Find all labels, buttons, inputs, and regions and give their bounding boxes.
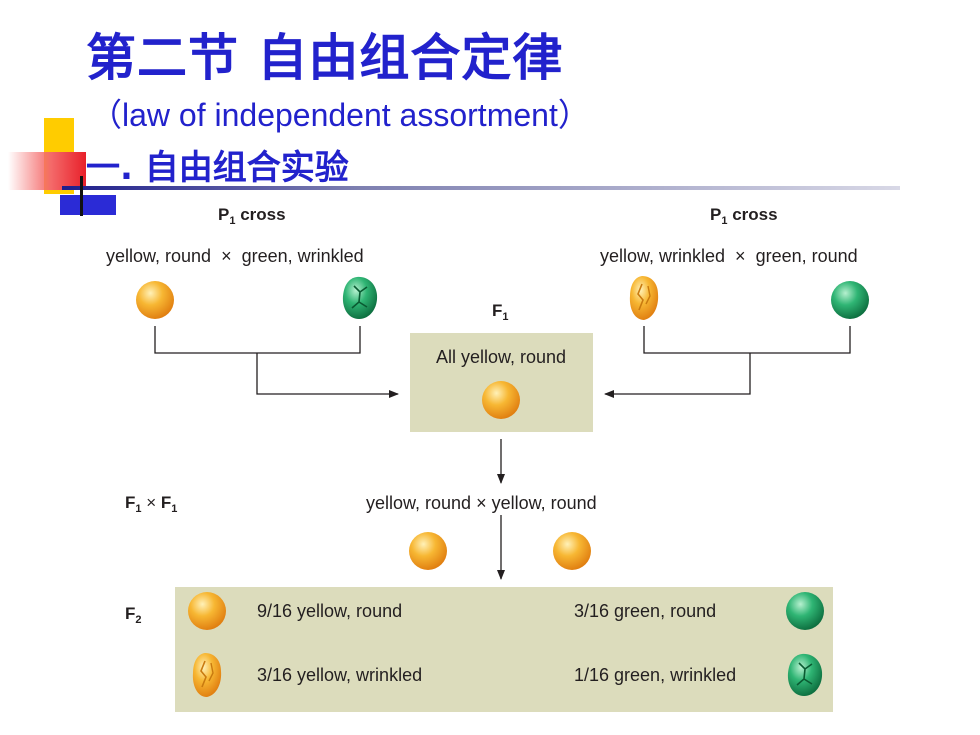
left-parents-label: yellow, round × green, wrinkled [106, 246, 364, 266]
pea-green-wrinkled-icon [342, 276, 378, 320]
f2-outcome-green-round: 3/16 green, round [574, 601, 716, 621]
f1-result-label: All yellow, round [436, 347, 566, 367]
f2-label: F2 [125, 604, 142, 626]
f1-cross-description: yellow, round × yellow, round [366, 493, 597, 513]
left-cross-bracket [154, 326, 398, 394]
left-p1-cross-label: P1 cross [218, 205, 286, 227]
pea-yellow-wrinkled-icon [629, 275, 659, 321]
slide-title: 第二节 自由组合定律 [86, 29, 564, 87]
f2-outcome-yellow-round: 9/16 yellow, round [257, 601, 402, 621]
f2-outcome-yellow-wrinkled: 3/16 yellow, wrinkled [257, 665, 422, 685]
pea-f1-cross-right-icon [553, 532, 591, 570]
f1-label: F1 [492, 301, 509, 323]
right-parents-label: yellow, wrinkled × green, round [600, 246, 858, 266]
pea-f2-green-round-icon [786, 592, 824, 630]
decor-red-bar [8, 152, 86, 190]
pea-f2-yellow-round-icon [188, 592, 226, 630]
pea-f1-cross-left-icon [409, 532, 447, 570]
slide-subtitle: （law of independent assortment） [90, 97, 590, 133]
f2-box [175, 587, 833, 712]
f2-outcome-green-wrinkled: 1/16 green, wrinkled [574, 665, 736, 685]
pea-f1-yellow-round-icon [482, 381, 520, 419]
dihybrid-cross-diagram: P1 cross P1 cross yellow, round × green,… [106, 205, 869, 712]
f1-times-f1-label: F1 × F1 [125, 493, 177, 515]
title-underline [62, 186, 900, 190]
decor-blue-block [60, 195, 116, 215]
section-heading: 一. 自由组合实验 [86, 148, 349, 188]
right-cross-bracket [605, 326, 851, 394]
decor-vertical-line [80, 176, 83, 216]
pea-green-round-icon [831, 281, 869, 319]
pea-yellow-round-icon [136, 281, 174, 319]
right-p1-cross-label: P1 cross [710, 205, 778, 227]
